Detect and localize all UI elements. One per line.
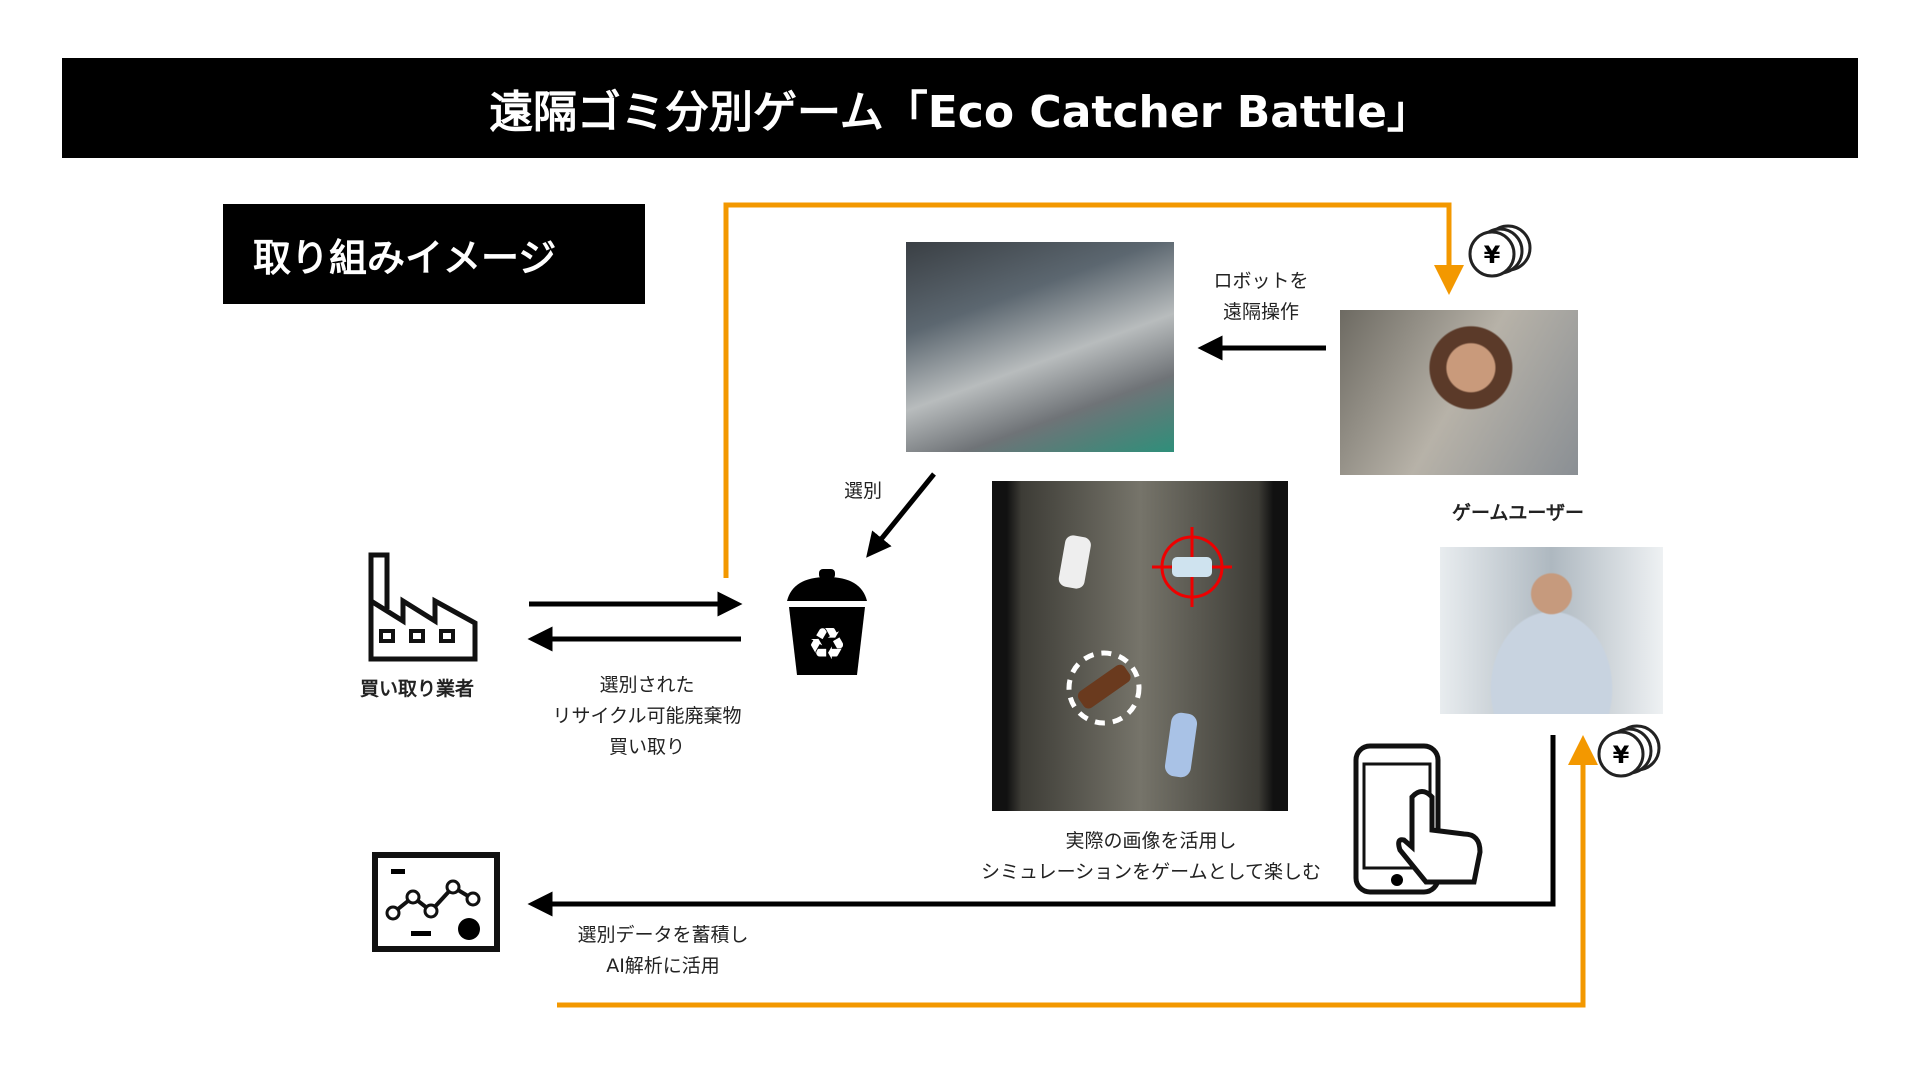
coin-icon: ¥ (1468, 224, 1532, 278)
svg-text:¥: ¥ (1484, 241, 1501, 269)
game-screen-image (992, 481, 1288, 811)
sorting-arrow (866, 472, 936, 558)
game-user-man-photo (1440, 547, 1663, 714)
game-user-woman-photo (1340, 310, 1578, 475)
orange-top-flow (723, 202, 1464, 578)
page-title: 遠隔ゴミ分別ゲーム「Eco Catcher Battle」 (62, 58, 1858, 158)
brown-bottle-item (1077, 664, 1131, 709)
simulation-label-1: 実際の画像を活用し (1065, 830, 1237, 852)
simulation-label-2: シミュレーションをゲームとして楽しむ (980, 861, 1322, 883)
sorting-label: 選別 (843, 480, 883, 502)
bottle-item (1058, 535, 1091, 589)
game-items (1058, 527, 1232, 778)
sorting-robot-photo (906, 242, 1174, 452)
coin-icon: ¥ (1597, 724, 1661, 778)
smartphone-tap-icon (1353, 743, 1483, 895)
section-heading: 取り組みイメージ (223, 204, 645, 304)
analytics-board-icon (372, 852, 500, 952)
buyer-label: 買い取り業者 (359, 678, 475, 700)
data-flow (527, 735, 1556, 917)
svg-text:¥: ¥ (1613, 741, 1630, 769)
data-ai-label-2: AI解析に活用 (606, 955, 720, 977)
factory-icon (368, 552, 478, 662)
game-user-label: ゲームユーザー (1451, 502, 1585, 524)
recycle-bin-icon: ♻ (787, 569, 867, 675)
purchase-label-1: 選別された (599, 674, 695, 696)
remote-op-label: ロボットを (1213, 270, 1309, 292)
svg-text:♻: ♻ (807, 619, 846, 670)
orange-bottom-flow (557, 735, 1598, 1008)
remote-op-label-2: 遠隔操作 (1222, 301, 1300, 323)
data-ai-label-1: 選別データを蓄積し (577, 924, 749, 946)
purchase-label-3: 買い取り (608, 736, 685, 758)
plastic-bottle-item (1164, 712, 1198, 778)
purchase-label-2: リサイクル可能廃棄物 (552, 705, 742, 727)
selection-circle (1066, 650, 1142, 726)
